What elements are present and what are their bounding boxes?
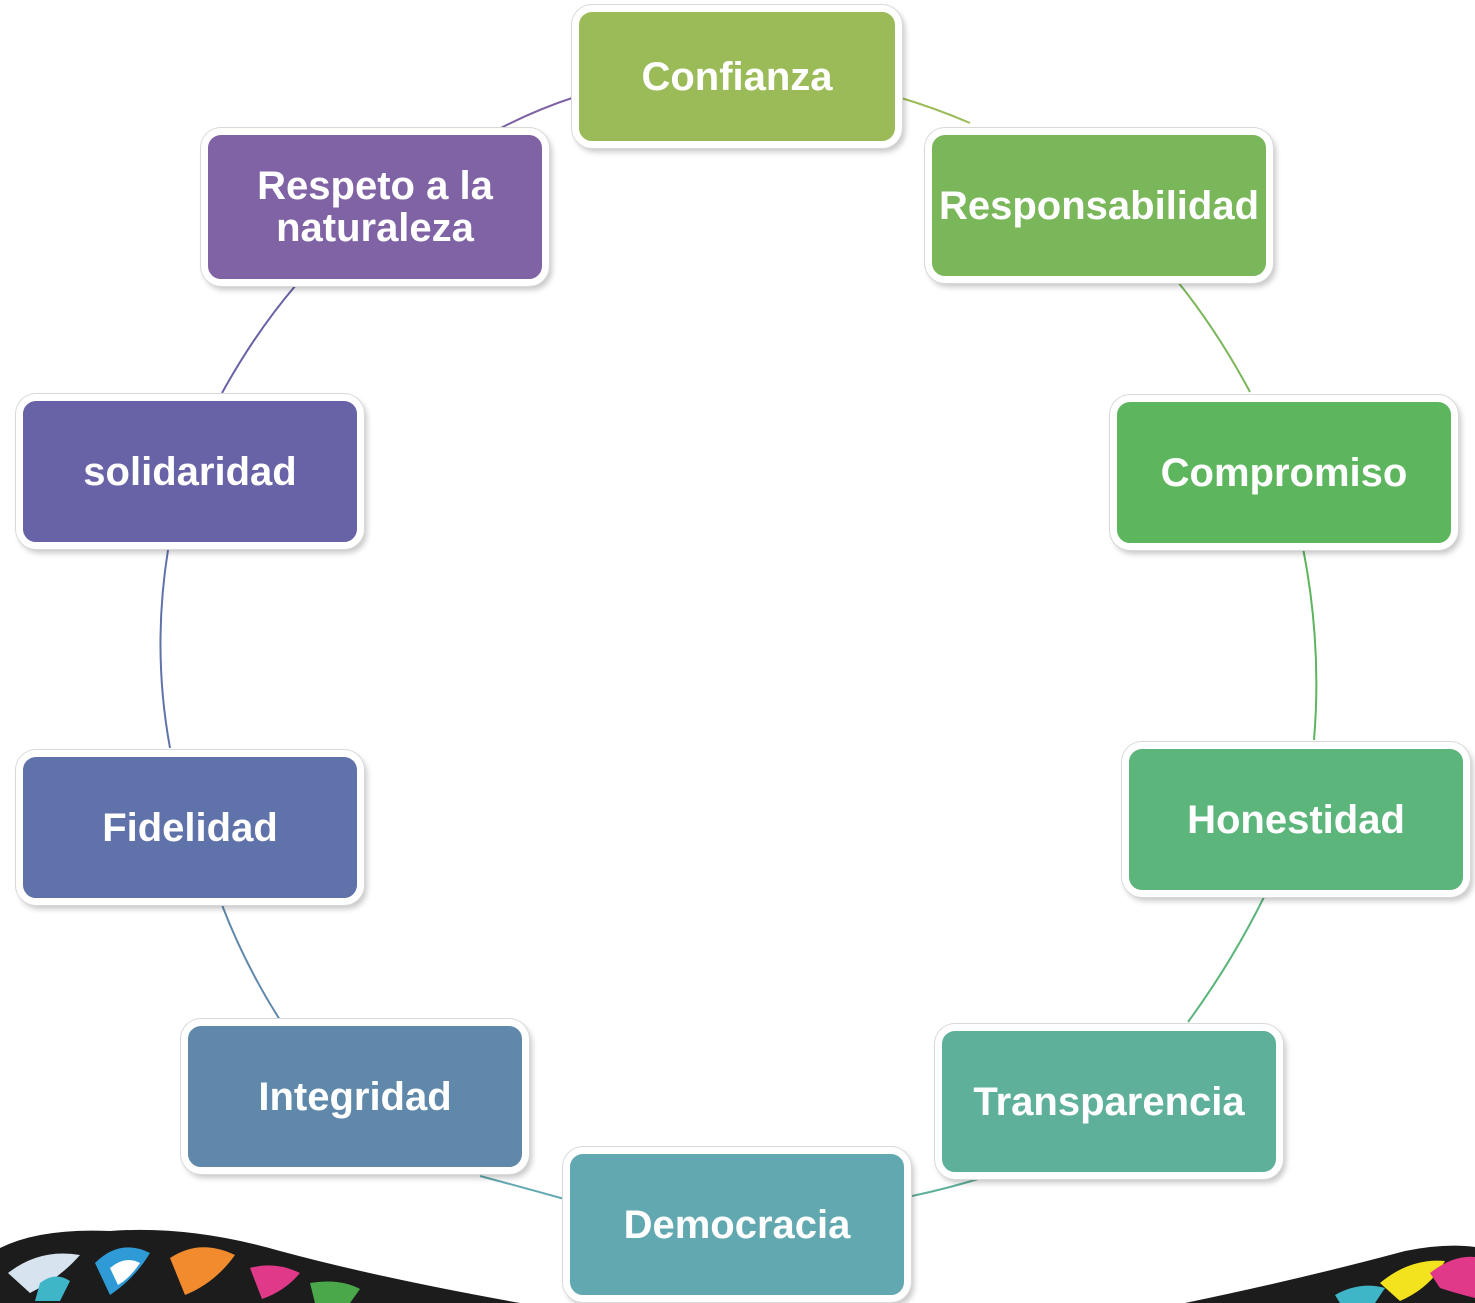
node-compromiso: Compromiso xyxy=(1110,395,1458,550)
connector-compromiso-honestidad xyxy=(1302,547,1318,741)
connector-integridad-fidelidad xyxy=(221,904,281,1021)
node-respeto-a-la-naturaleza: Respeto a la naturaleza xyxy=(201,128,549,286)
node-fidelidad-label: Fidelidad xyxy=(102,805,278,850)
node-honestidad: Honestidad xyxy=(1122,742,1470,897)
node-integridad: Integridad xyxy=(181,1019,529,1174)
connector-transparencia-democracia xyxy=(911,1175,989,1197)
connector-respeto-confianza xyxy=(496,96,576,131)
node-solidaridad: solidaridad xyxy=(16,394,364,549)
node-responsabilidad-label: Responsabilidad xyxy=(938,183,1260,228)
connector-confianza-responsabilidad xyxy=(897,96,971,124)
node-transparencia: Transparencia xyxy=(935,1024,1283,1179)
node-confianza-label: Confianza xyxy=(641,54,833,99)
decorative-pattern-right xyxy=(1185,1245,1475,1303)
node-compromiso-label: Compromiso xyxy=(1160,450,1408,495)
connector-fidelidad-solidaridad xyxy=(159,549,171,749)
connector-responsabilidad-compromiso xyxy=(1177,281,1251,393)
node-democracia: Democracia xyxy=(563,1147,911,1302)
connector-honestidad-transparencia xyxy=(1187,894,1266,1023)
node-responsabilidad: Responsabilidad xyxy=(925,128,1273,283)
connector-solidaridad-respeto xyxy=(221,284,297,394)
node-respeto-label: Respeto a la naturaleza xyxy=(257,164,493,250)
decorative-pattern-left xyxy=(0,1229,520,1303)
node-transparencia-label: Transparencia xyxy=(973,1079,1245,1124)
node-solidaridad-label: solidaridad xyxy=(83,449,297,494)
node-democracia-label: Democracia xyxy=(623,1202,851,1247)
node-integridad-label: Integridad xyxy=(258,1074,452,1119)
connector-democracia-integridad xyxy=(479,1175,569,1201)
node-confianza: Confianza xyxy=(572,5,902,148)
node-fidelidad: Fidelidad xyxy=(16,750,364,905)
node-honestidad-label: Honestidad xyxy=(1187,797,1405,842)
